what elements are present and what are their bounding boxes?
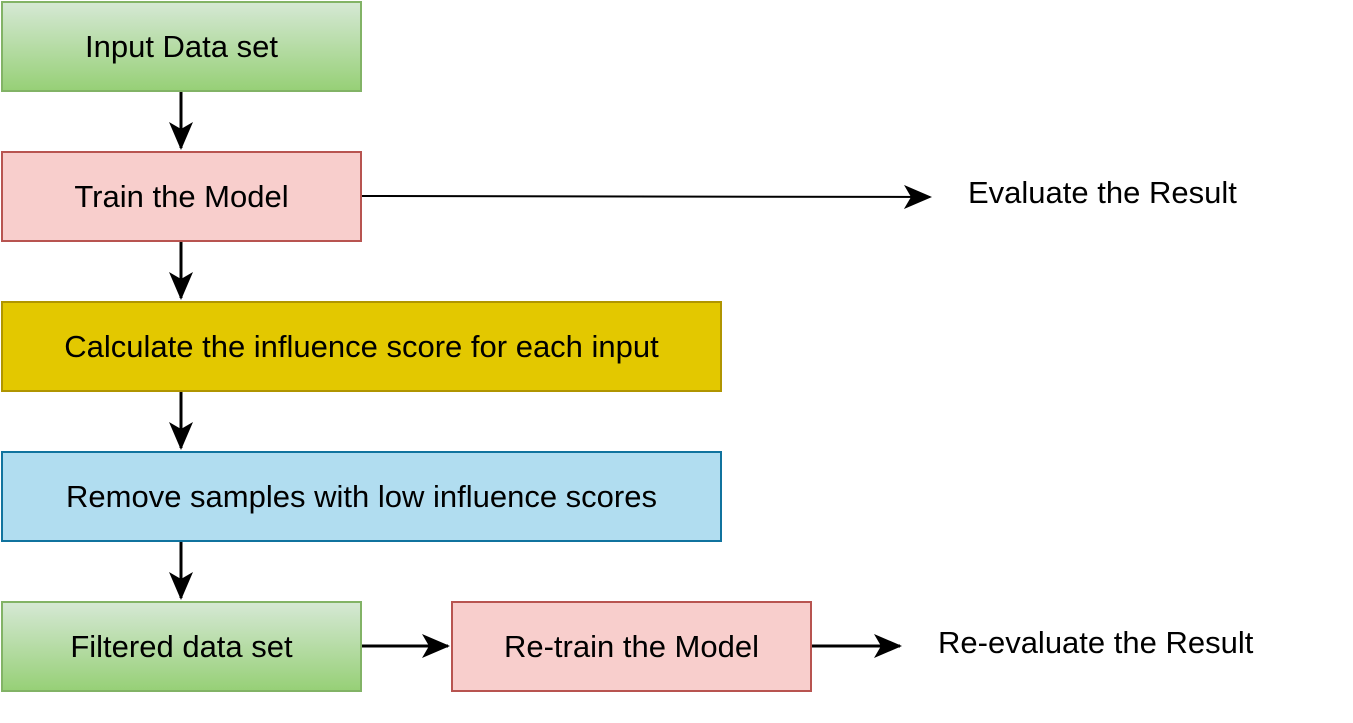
retrain-model-label: Re-train the Model (503, 628, 759, 664)
calculate-influence-label: Calculate the influence score for each i… (64, 328, 659, 364)
filtered-data-set-node: Filtered data set (1, 601, 362, 692)
calculate-influence-node: Calculate the influence score for each i… (1, 301, 722, 392)
input-data-set-label: Input Data set (84, 28, 278, 64)
arrow-train-to-evaluate (361, 184, 932, 209)
filtered-data-set-label: Filtered data set (70, 628, 293, 664)
reevaluate-result-label: Re-evaluate the Result (938, 625, 1254, 660)
evaluate-result-label: Evaluate the Result (968, 175, 1237, 210)
input-data-set-node: Input Data set (1, 1, 362, 92)
remove-samples-label: Remove samples with low influence scores (66, 478, 657, 514)
train-model-label: Train the Model (74, 178, 289, 214)
remove-samples-node: Remove samples with low influence scores (1, 451, 722, 542)
train-model-node: Train the Model (1, 151, 362, 242)
retrain-model-node: Re-train the Model (451, 601, 812, 692)
